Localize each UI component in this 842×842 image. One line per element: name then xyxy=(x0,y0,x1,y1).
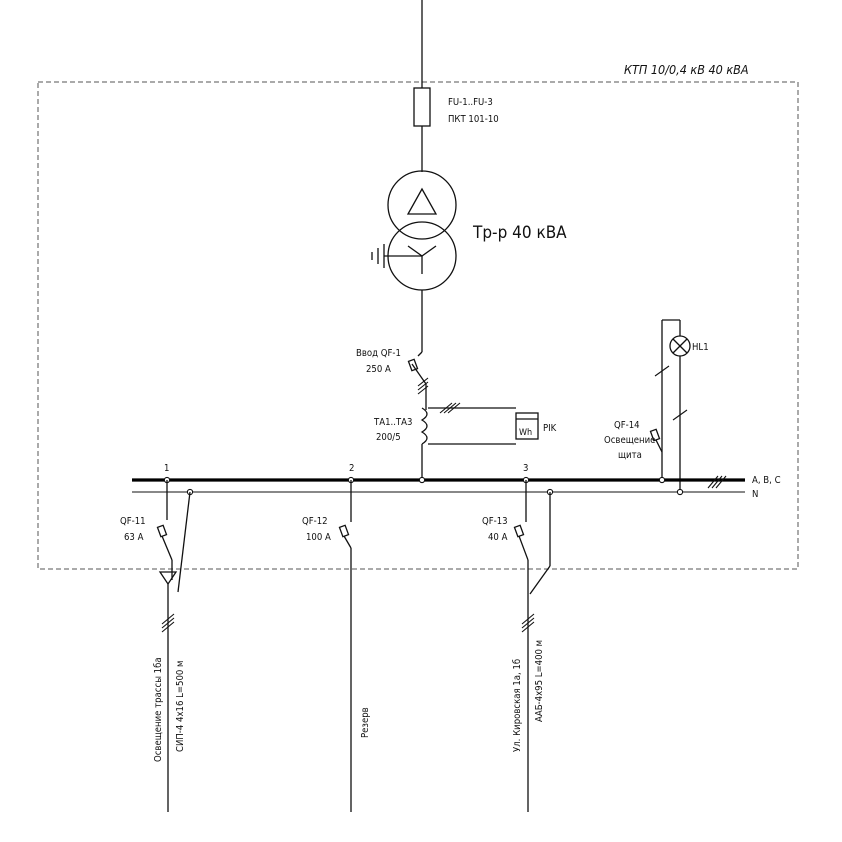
current-transformer-symbol xyxy=(420,402,516,480)
phases-label: А, В, С xyxy=(752,475,781,486)
transformer-symbol xyxy=(371,170,457,291)
panel-light-ref: HL1 xyxy=(692,342,709,353)
feeder-1-circuit xyxy=(156,480,191,812)
meter-symbol-text: Wh xyxy=(519,428,532,438)
feeder-2-breaker: QF-12 xyxy=(302,516,328,527)
lighting-breaker-purpose-2: щита xyxy=(618,450,642,461)
junction-dot xyxy=(676,488,684,496)
lighting-breaker-ref: QF-14 xyxy=(614,420,640,431)
junction-dot xyxy=(418,476,426,484)
meter-symbol xyxy=(515,412,539,440)
main-breaker-rating: 250 А xyxy=(366,364,391,375)
main-breaker-ref: Ввод QF-1 xyxy=(356,348,401,359)
feeder-1-breaker: QF-11 xyxy=(120,516,146,527)
lighting-breaker-purpose-1: Освещение xyxy=(604,435,655,446)
meter-ref: PIK xyxy=(543,423,557,434)
feeder-1-rating: 63 А xyxy=(124,532,144,543)
feeder-2-circuit xyxy=(338,480,352,812)
feeder-3-breaker: QF-13 xyxy=(482,516,508,527)
neutral-label: N xyxy=(752,489,758,500)
feeder-3-description: Ул. Кировская 1а, 1б xyxy=(512,659,523,752)
junction-dot xyxy=(658,476,666,484)
substation-enclosure xyxy=(37,81,799,570)
feeder-2-rating: 100 А xyxy=(306,532,331,543)
feeder-3-circuit xyxy=(513,480,551,812)
fuse-ref: FU-1..FU-3 xyxy=(448,97,493,108)
feeder-3-number: 3 xyxy=(523,463,528,474)
panel-light-circuit xyxy=(649,319,691,492)
feeder-1-cable: СИП-4 4х16 L=500 м xyxy=(175,661,186,753)
feeder-3-rating: 40 А xyxy=(488,532,508,543)
ct-ratio: 200/5 xyxy=(376,432,401,443)
ct-ref: ТА1..ТА3 xyxy=(373,417,412,428)
main-breaker-symbol xyxy=(407,351,429,410)
feeder-2-number: 2 xyxy=(349,463,354,474)
fuse-type: ПКТ 101-10 xyxy=(448,114,499,125)
feeder-1-description: Освещение трассы 1ба xyxy=(153,657,164,762)
substation-title: КТП 10/0,4 кВ 40 кВА xyxy=(624,62,749,77)
feeder-1-number: 1 xyxy=(164,463,169,474)
feeder-3-cable: ААБ-4х95 L=400 м xyxy=(534,640,545,722)
transformer-label: Тр-р 40 кВА xyxy=(472,223,567,243)
hv-fuse-symbol xyxy=(413,87,431,127)
feeder-2-description: Резерв xyxy=(360,707,371,738)
